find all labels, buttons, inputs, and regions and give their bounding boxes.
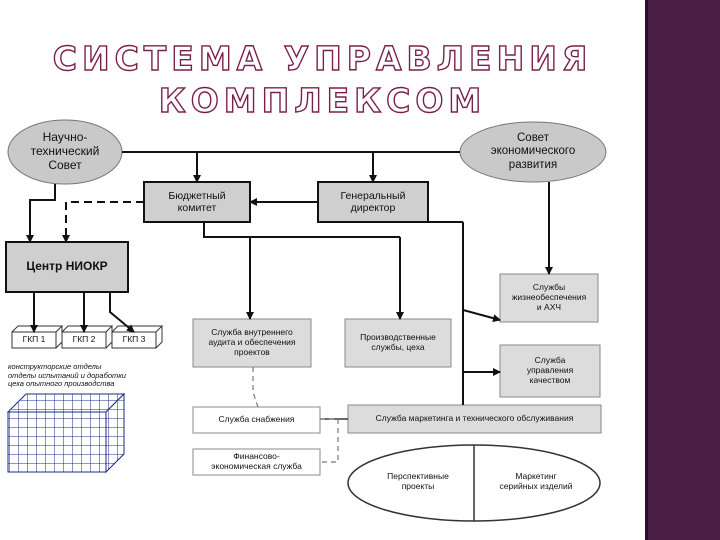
labs-grid-block xyxy=(6,392,126,474)
marketing-label: Служба маркетинга и технического обслужи… xyxy=(375,413,574,424)
kachestvo-label: Служба управления качеством xyxy=(526,355,574,385)
fin-box xyxy=(192,448,321,476)
serial-label: Маркетинг серийных изделий xyxy=(499,471,573,491)
gendir-label: Генеральный директор xyxy=(340,189,406,214)
proizv-box xyxy=(344,318,452,368)
slide: СИСТЕМА УПРАВЛЕНИЯ КОМПЛЕКСОМ xyxy=(0,38,645,540)
gkp-boxes xyxy=(11,325,164,349)
slide-title: СИСТЕМА УПРАВЛЕНИЯ КОМПЛЕКСОМ xyxy=(0,38,645,122)
gkp-2-label: ГКП 2 xyxy=(72,334,96,345)
org-chart-lines xyxy=(5,119,607,522)
title-line-2: КОМПЛЕКСОМ xyxy=(158,80,487,120)
fin-label: Финансово- экономическая служба xyxy=(211,451,302,471)
audit-label: Служба внутреннего аудита и обеспечения … xyxy=(208,327,296,357)
ser-label: Совет экономического развития xyxy=(490,132,576,171)
gkp-1-label: ГКП 1 xyxy=(22,334,46,345)
snab-box xyxy=(192,406,321,434)
niokr-label: Центр НИОКР xyxy=(26,259,108,274)
budget-label: Бюджетный комитет xyxy=(168,189,226,214)
zhizn-box xyxy=(499,273,599,323)
zhizn-label: Службы жизнеобеспечения и АХЧ xyxy=(511,282,587,312)
snab-label: Служба снабжения xyxy=(218,414,295,425)
org-chart: Научно- технический Совет Совет экономич… xyxy=(0,112,645,540)
kachestvo-box xyxy=(499,344,601,398)
persp-label: Перспективные проекты xyxy=(387,471,449,491)
gkp-3-label: ГКП 3 xyxy=(122,334,146,345)
audit-box xyxy=(192,318,312,368)
proizv-label: Производственные службы, цеха xyxy=(360,332,436,352)
side-panel xyxy=(645,0,720,540)
labs-caption: конструкторские отделы отделы испытаний … xyxy=(8,362,126,389)
nts-label: Научно- технический Совет xyxy=(30,130,100,172)
title-line-1: СИСТЕМА УПРАВЛЕНИЯ xyxy=(52,38,593,78)
